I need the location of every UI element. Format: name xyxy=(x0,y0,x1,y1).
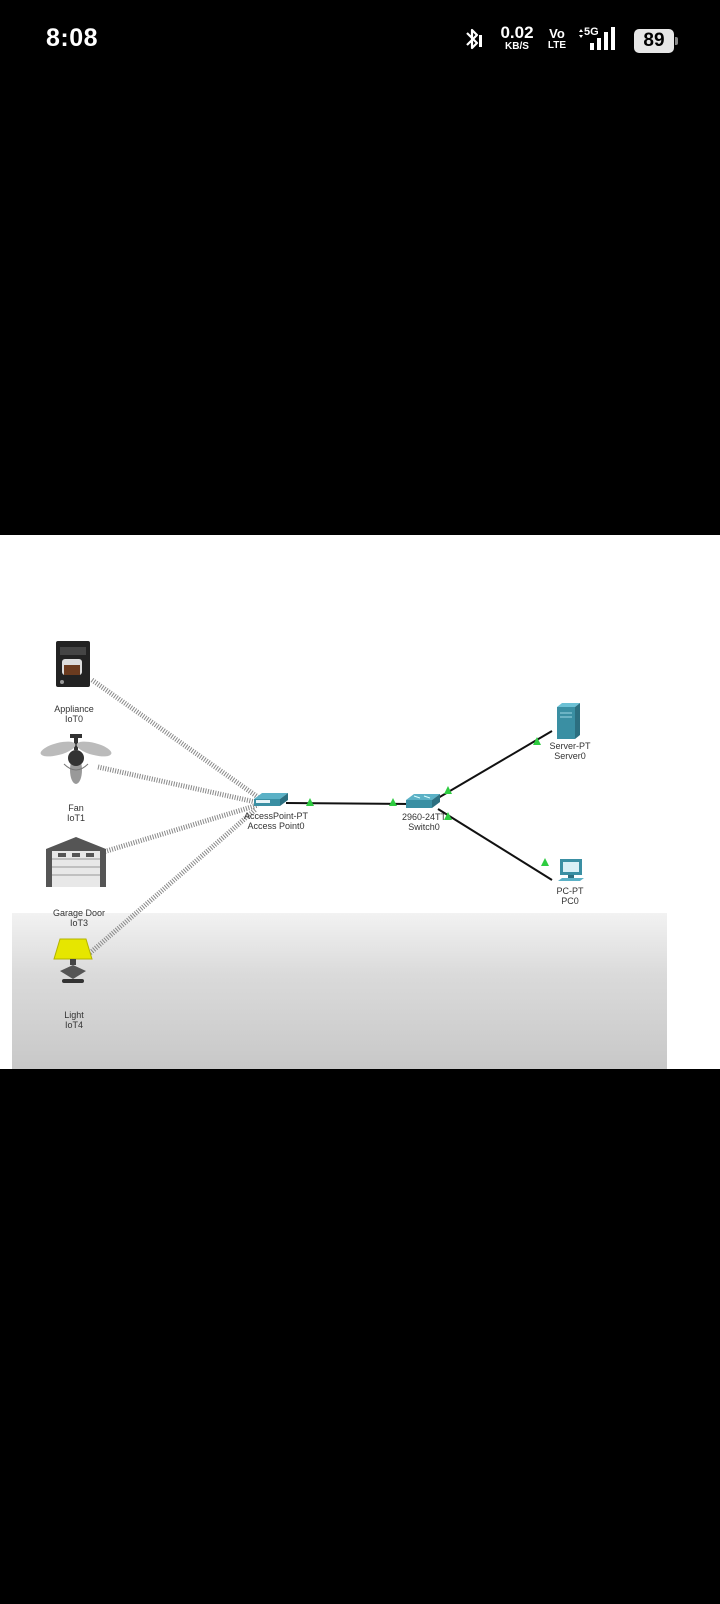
device-label-access-point: AccessPoint-PT Access Point0 xyxy=(236,811,316,831)
device-name: Light xyxy=(64,1010,84,1020)
device-subname: Access Point0 xyxy=(247,821,305,831)
device-label-switch: 2960-24TT Switch0 xyxy=(394,812,454,832)
link-switch-server xyxy=(437,730,553,799)
link-up-indicator xyxy=(306,798,314,806)
wireless-links xyxy=(88,677,264,955)
server-icon xyxy=(557,703,580,739)
wireless-link-appliance xyxy=(90,677,264,803)
device-name: Server-PT xyxy=(549,741,591,751)
network-speed: 0.02 KB/S xyxy=(496,24,538,52)
wireless-link-garage xyxy=(99,802,259,856)
device-subname: IoT4 xyxy=(64,1020,83,1030)
signal-indicator: 5G xyxy=(578,24,624,54)
device-subname: Switch0 xyxy=(408,822,440,832)
coffee-maker-icon xyxy=(56,641,90,687)
workspace-background xyxy=(12,913,667,1069)
battery-icon: 89 xyxy=(634,29,678,53)
wireless-link-light xyxy=(88,807,258,955)
link-up-indicator xyxy=(389,798,397,806)
pc-icon xyxy=(558,859,584,881)
ceiling-fan-icon xyxy=(40,734,112,784)
lamp-icon xyxy=(53,938,93,983)
device-name: Appliance xyxy=(54,704,94,714)
clock: 8:08 xyxy=(46,24,99,52)
garage-door-icon xyxy=(46,837,106,887)
network-links xyxy=(40,641,584,983)
device-subname: PC0 xyxy=(561,896,579,906)
access-point-icon xyxy=(254,793,288,806)
link-up-indicator xyxy=(533,737,541,745)
wireless-link-fan xyxy=(97,764,261,806)
network-diagram-image: Appliance IoT0 Fan IoT1 Garage Door IoT3… xyxy=(0,535,720,1069)
link-up-indicator xyxy=(541,858,549,866)
link-status-indicators xyxy=(306,737,549,866)
device-name: Fan xyxy=(68,803,84,813)
bluetooth-icon xyxy=(466,28,482,50)
link-up-indicator xyxy=(444,812,452,820)
device-subname: Server0 xyxy=(554,751,586,761)
switch-icon xyxy=(406,794,440,808)
device-subname: IoT1 xyxy=(66,813,85,823)
volte-top: Vo xyxy=(549,26,565,41)
device-name: Garage Door xyxy=(52,908,106,918)
device-label-fan: Fan IoT1 xyxy=(46,803,106,823)
status-bar: 8:08 0.02 KB/S Vo LTE 5G 89 xyxy=(0,0,720,82)
network-speed-unit: KB/S xyxy=(505,41,529,52)
device-name: AccessPoint-PT xyxy=(243,811,309,821)
device-name: PC-PT xyxy=(556,886,584,896)
network-speed-value: 0.02 xyxy=(500,23,534,42)
battery-percent: 89 xyxy=(643,30,665,51)
volte-indicator: Vo LTE xyxy=(544,27,570,51)
link-switch-pc xyxy=(437,808,553,881)
device-label-appliance: Appliance IoT0 xyxy=(44,704,104,724)
device-subname: IoT0 xyxy=(64,714,83,724)
volte-bottom: LTE xyxy=(547,40,567,51)
device-name: 2960-24TT xyxy=(401,812,447,822)
signal-bars-icon xyxy=(579,27,615,50)
device-label-pc: PC-PT PC0 xyxy=(544,886,596,906)
device-label-garage: Garage Door IoT3 xyxy=(44,908,114,928)
network-type: 5G xyxy=(584,26,599,38)
link-up-indicator xyxy=(444,786,452,794)
device-subname: IoT3 xyxy=(69,918,88,928)
device-label-server: Server-PT Server0 xyxy=(540,741,600,761)
device-label-light: Light IoT4 xyxy=(46,1010,102,1030)
